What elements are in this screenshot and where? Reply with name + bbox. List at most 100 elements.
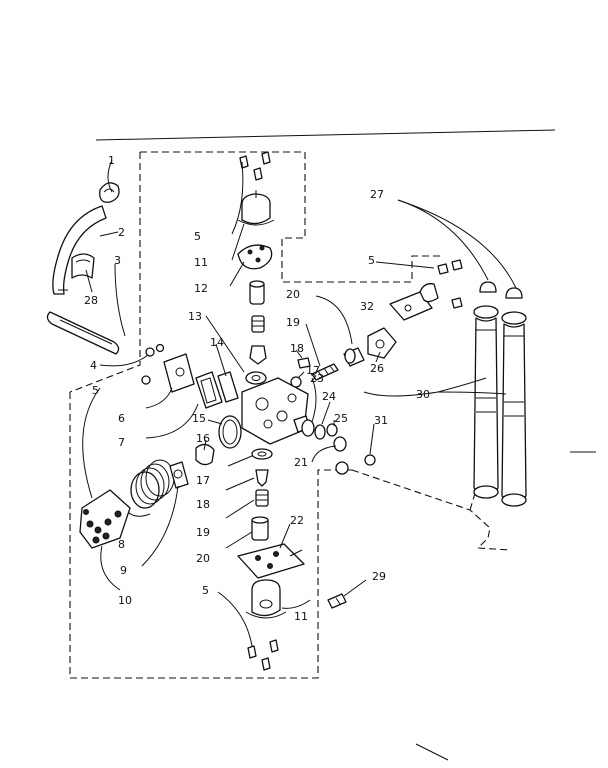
- callout-19-lower: 19: [196, 526, 210, 539]
- callout-22: 22: [290, 514, 304, 527]
- callout-24: 24: [322, 390, 336, 403]
- tube-part-30-right: [501, 311, 527, 507]
- plate-part-22: [237, 543, 305, 579]
- leader-18-lower: [225, 477, 255, 491]
- callout-19-right: 19: [286, 316, 300, 329]
- hose-part-3: [46, 311, 120, 355]
- callout-5-left: 5: [92, 384, 99, 397]
- leader-1: [107, 159, 113, 193]
- callout-11-top: 11: [194, 256, 208, 269]
- leader-20-right: [315, 295, 353, 345]
- callout-27: 27: [370, 188, 384, 201]
- assembly-boundary-top-left: [69, 152, 141, 393]
- leader-30-c: [363, 391, 439, 397]
- assembly-boundary-top-right: [140, 151, 440, 283]
- leader-5-left: [82, 387, 101, 499]
- callout-12: 12: [194, 282, 208, 295]
- callout-6: 6: [118, 412, 125, 425]
- leader-31: [369, 423, 375, 455]
- leader-14: [215, 343, 227, 377]
- retainer-part-9: [169, 461, 189, 489]
- callout-29: 29: [372, 570, 386, 583]
- callout-15: 15: [192, 412, 206, 425]
- callout-23: 23: [310, 372, 324, 385]
- callout-8: 8: [118, 538, 125, 551]
- cap-part-27-right: [505, 287, 523, 299]
- leader-30-a: [437, 377, 487, 393]
- leader-19-right: [305, 323, 321, 367]
- valve-part-18-lower: [255, 469, 269, 487]
- callout-16: 16: [196, 432, 210, 445]
- leader-11-lower: [281, 599, 311, 609]
- cover-part-6: [163, 353, 195, 393]
- spring-part-8: [130, 459, 175, 509]
- plunger-part-20-right: [343, 347, 365, 367]
- leader-10: [100, 545, 121, 591]
- seals-part-23-24-25: [301, 419, 347, 452]
- callout-7: 7: [118, 436, 125, 449]
- assembly-boundary-left: [69, 392, 352, 679]
- plunger-part-20-lower: [251, 516, 269, 541]
- leader-3: [114, 263, 126, 337]
- leader-12: [229, 261, 245, 287]
- callout-31: 31: [374, 414, 388, 427]
- leader-6: [145, 387, 173, 409]
- callout-5-right: 5: [368, 254, 375, 267]
- callout-5-bottom: 5: [202, 584, 209, 597]
- callout-18-lower: 18: [196, 498, 210, 511]
- plate-part-26: [367, 327, 397, 359]
- callout-11-lower: 11: [294, 610, 308, 623]
- gasket-part-7: [195, 371, 223, 409]
- leader-7: [145, 403, 199, 439]
- washer-part-17-top: [245, 371, 267, 385]
- leader-24: [321, 401, 331, 425]
- leader-28: [85, 269, 93, 293]
- callout-3: 3: [114, 254, 121, 267]
- leader-5-top: [231, 161, 244, 235]
- valve-part-18-top: [249, 345, 267, 365]
- tube-part-30-left: [473, 305, 499, 499]
- washer-part-17-right: [290, 376, 302, 388]
- leader-20-lower: [225, 531, 253, 549]
- leader-22: [279, 523, 291, 549]
- solenoid-cap-part-11-lower: [245, 579, 287, 619]
- leader-26: [375, 351, 381, 363]
- hose-clamp-part-28: [71, 253, 95, 279]
- screws-part-4: [141, 343, 165, 385]
- cover-part-10: [79, 489, 131, 549]
- callout-13: 13: [188, 310, 202, 323]
- leader-21: [311, 445, 337, 463]
- callout-4: 4: [90, 359, 97, 372]
- leader-23: [311, 377, 317, 423]
- callout-20-right: 20: [286, 288, 300, 301]
- screws-part-5-right: [437, 259, 463, 275]
- callout-26: 26: [370, 362, 384, 375]
- leader-29: [343, 579, 367, 597]
- leader-17-right: [297, 371, 305, 379]
- solenoid-cap-part-11-top: [237, 190, 275, 226]
- leader-27-b: [397, 199, 517, 289]
- callout-28: 28: [84, 294, 98, 307]
- spring-part-19-top: [251, 315, 265, 333]
- callout-18-right: 18: [290, 342, 304, 355]
- diaphragm-part-14: [217, 371, 239, 403]
- cap-part-27-left: [479, 281, 497, 293]
- screws-part-5-top: [239, 151, 271, 181]
- callout-30: 30: [416, 388, 430, 401]
- callout-25: 25: [334, 412, 348, 425]
- leader-5-right: [375, 261, 435, 269]
- corner-mark: [415, 743, 449, 761]
- callout-17-right: 17: [306, 364, 320, 377]
- leader-5-bottom: [217, 591, 253, 647]
- callout-17-lower: 17: [196, 474, 210, 487]
- assembly-boundary-tube-link: [351, 469, 511, 551]
- screws-part-5-bottom: [247, 639, 279, 671]
- leader-9: [141, 485, 179, 567]
- callout-21: 21: [294, 456, 308, 469]
- leader-13: [205, 315, 245, 373]
- leader-16: [203, 439, 207, 451]
- callout-20-lower: 20: [196, 552, 210, 565]
- callout-14: 14: [210, 336, 224, 349]
- callout-5-top: 5: [194, 230, 201, 243]
